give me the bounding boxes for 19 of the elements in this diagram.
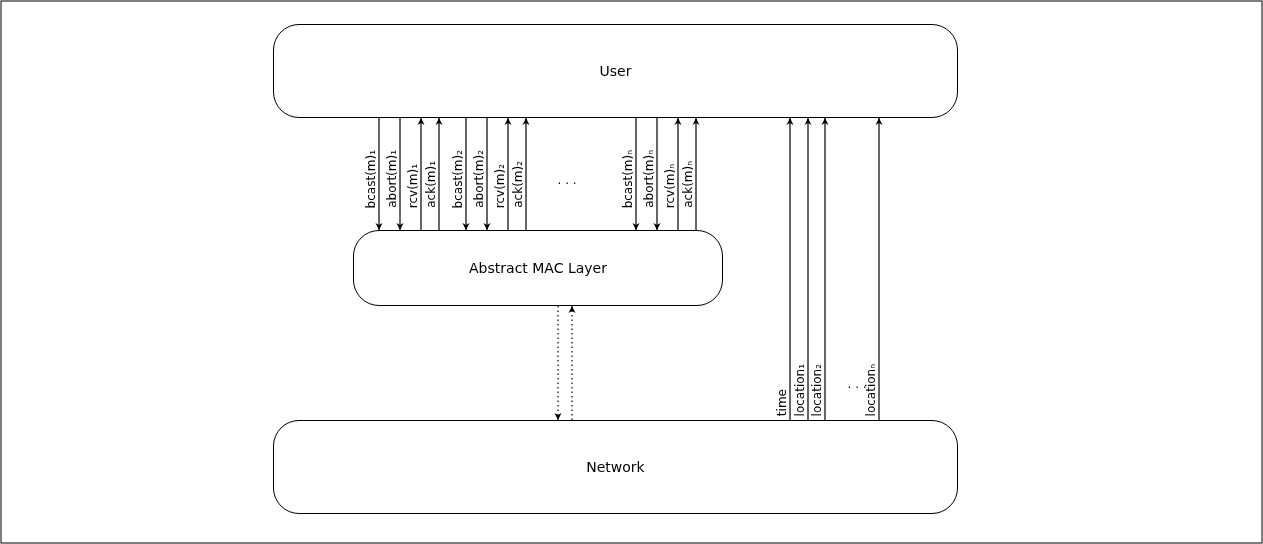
edge-label: abort(m)ₙ [643,150,656,208]
edge-label: abort(m)₂ [473,150,486,208]
edge-label: rcv(m)₂ [494,164,507,209]
edge-label: bcast(m)₂ [452,150,465,209]
edge-label: ack(m)₂ [512,161,525,208]
edge-label: bcast(m)ₙ [622,150,635,209]
rounded-box: User [273,24,958,118]
edge-label: rcv(m)ₙ [664,164,677,209]
edge-label: ack(m)ₙ [682,161,695,208]
edge-label: location₂ [811,364,824,417]
edge-label: bcast(m)₁ [365,150,378,209]
ellipsis: · · · [557,177,577,191]
edge-label: time [776,389,789,417]
edge-label: abort(m)₁ [386,150,399,208]
edge-label: rcv(m)₁ [407,164,420,209]
edge-label: ack(m)₁ [425,161,438,208]
rounded-box: Network [273,420,958,514]
rounded-box: Abstract MAC Layer [353,230,723,306]
edge-label: location₁ [794,364,807,417]
